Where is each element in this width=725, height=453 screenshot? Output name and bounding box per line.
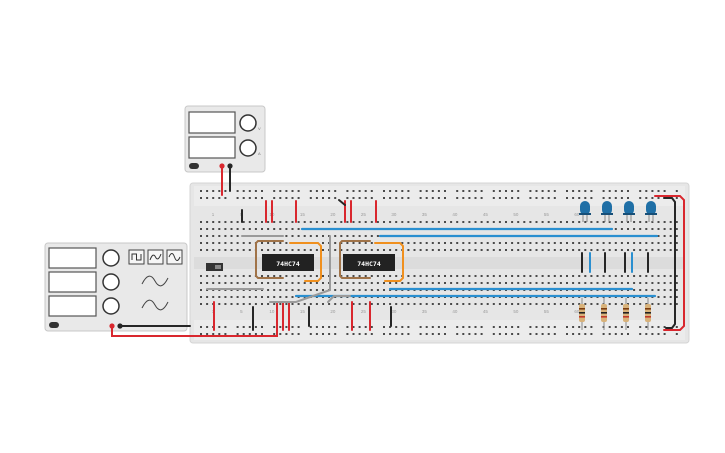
column-number-top: 15 <box>300 212 306 217</box>
current-display <box>188 136 236 159</box>
column-number-bottom: 15 <box>300 309 306 314</box>
led-4[interactable] <box>645 201 657 222</box>
column-number-top: 60 <box>574 212 580 217</box>
column-number-top: 55 <box>544 212 550 217</box>
column-number-top: 20 <box>330 212 336 217</box>
led-2[interactable] <box>601 201 613 222</box>
voltage-knob[interactable] <box>239 114 257 132</box>
column-number-bottom: 35 <box>422 309 428 314</box>
square-wave-button[interactable] <box>128 249 145 265</box>
chip-1-label: 74HC74 <box>276 260 300 268</box>
column-number-top: 45 <box>483 212 489 217</box>
wires[interactable] <box>111 165 685 337</box>
offset-knob[interactable] <box>102 297 120 315</box>
column-numbers: 1155101015152020252530303535404045455050… <box>212 212 580 314</box>
waveform-icon-1 <box>141 275 169 287</box>
power-supply[interactable]: V A <box>184 105 266 173</box>
generator-power-switch[interactable] <box>49 322 59 328</box>
column-number-bottom: 45 <box>483 309 489 314</box>
column-number-bottom: 30 <box>391 309 397 314</box>
resistor-4[interactable] <box>645 298 651 330</box>
column-number-bottom: 40 <box>452 309 458 314</box>
column-number-top: 25 <box>361 212 367 217</box>
resistor-3[interactable] <box>623 298 629 330</box>
chip-1[interactable]: 74HC74 <box>262 254 314 271</box>
current-knob-label: A <box>258 151 261 156</box>
amplitude-knob[interactable] <box>102 273 120 291</box>
leds[interactable] <box>579 201 657 222</box>
column-number-top: 1 <box>212 212 215 217</box>
column-number-bottom: 5 <box>240 309 243 314</box>
column-number-bottom: 50 <box>513 309 519 314</box>
column-number-bottom: 20 <box>330 309 336 314</box>
resistor-2[interactable] <box>601 298 607 330</box>
sine-wave-button[interactable] <box>166 249 183 265</box>
triangle-wave-button[interactable] <box>147 249 164 265</box>
slide-switch[interactable] <box>206 263 223 271</box>
frequency-display <box>48 247 97 269</box>
power-switch[interactable] <box>189 163 199 169</box>
amplitude-display <box>48 271 97 293</box>
waveform-icon-2 <box>141 299 169 311</box>
column-number-bottom: 25 <box>361 309 367 314</box>
function-generator[interactable] <box>44 242 188 332</box>
led-3[interactable] <box>623 201 635 222</box>
column-number-bottom: 10 <box>269 309 275 314</box>
offset-display <box>48 295 97 317</box>
voltage-display <box>188 111 236 134</box>
current-knob[interactable] <box>239 139 257 157</box>
chip-2-label: 74HC74 <box>357 260 381 268</box>
resistors[interactable] <box>579 298 651 330</box>
center-channel <box>194 257 685 269</box>
resistor-1[interactable] <box>579 298 585 330</box>
led-1[interactable] <box>579 201 591 222</box>
voltage-knob-label: V <box>258 126 261 131</box>
column-number-bottom: 60 <box>574 309 580 314</box>
column-number-top: 35 <box>422 212 428 217</box>
frequency-knob[interactable] <box>102 249 120 267</box>
column-number-top: 50 <box>513 212 519 217</box>
column-number-top: 40 <box>452 212 458 217</box>
column-number-bottom: 55 <box>544 309 550 314</box>
column-number-top: 30 <box>391 212 397 217</box>
chip-2[interactable]: 74HC74 <box>343 254 395 271</box>
wire-signal <box>111 301 278 337</box>
